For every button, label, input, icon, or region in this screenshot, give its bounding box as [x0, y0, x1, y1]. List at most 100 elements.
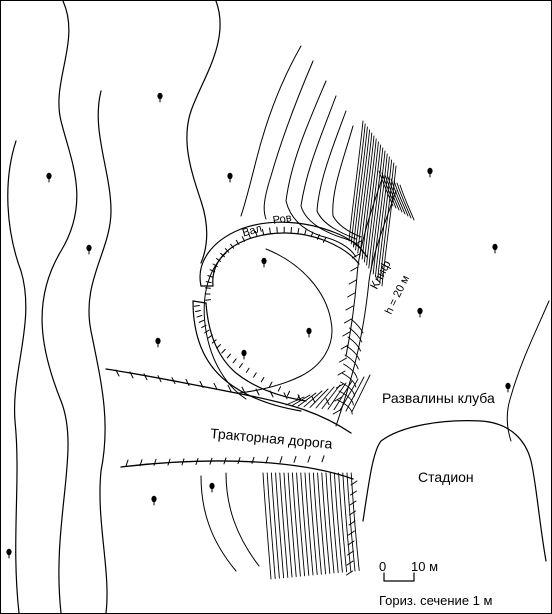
tree-icon [306, 327, 312, 338]
hatch-line [355, 129, 371, 251]
tick-mark [334, 396, 343, 402]
hatch-line [262, 472, 272, 580]
tree-icon [505, 382, 511, 393]
tick-mark [348, 530, 355, 536]
tick-mark [211, 339, 217, 344]
tick-mark [213, 382, 218, 390]
tick-mark [349, 500, 357, 506]
tick-mark [185, 379, 190, 386]
tick-mark [286, 390, 291, 397]
tick-mark [237, 457, 241, 465]
hatch-line [387, 176, 403, 213]
tick-mark [207, 275, 214, 278]
tick-mark [348, 279, 357, 285]
tick-mark [212, 263, 218, 268]
hatch-line [368, 147, 384, 269]
scale-end-label: 10 м [411, 559, 439, 574]
label-ruins: Развалины клуба [382, 390, 495, 406]
tick-mark [350, 480, 358, 486]
hatch-line [304, 472, 314, 576]
rampart-ticks [193, 226, 327, 401]
stadium-outline [362, 420, 547, 562]
tick-mark [209, 269, 216, 273]
hatch-line [390, 178, 406, 215]
tree-icon [492, 243, 498, 254]
tree-icon [157, 92, 163, 103]
tick-mark [193, 304, 200, 307]
tick-mark [220, 252, 225, 258]
tick-mark [224, 248, 230, 253]
tree-icon [155, 337, 161, 348]
tick-mark [235, 239, 240, 245]
tick-mark [346, 570, 353, 576]
cliff-ticks [332, 240, 362, 576]
tick-mark [322, 237, 327, 243]
contour-line [186, 1, 221, 264]
tree-icon [227, 172, 233, 183]
hatch-line [342, 472, 352, 572]
hatch-line [370, 150, 386, 272]
hatch-line [321, 384, 341, 410]
tick-mark [342, 331, 351, 337]
rampart-end [192, 300, 207, 304]
contour-line [335, 190, 397, 427]
hatch-line [337, 399, 353, 415]
tick-mark [209, 457, 213, 465]
tick-mark [205, 281, 212, 284]
contour-interval-label: Гориз. сечение 1 м [379, 593, 493, 608]
hatch-line [308, 472, 318, 576]
hatch-line [270, 472, 280, 579]
hatch-line [351, 374, 371, 413]
tree-icon [261, 257, 267, 268]
hatch-line [374, 156, 390, 278]
road-ticks [115, 369, 330, 467]
label-stadium: Стадион [418, 469, 474, 485]
tick-mark [283, 392, 288, 400]
hatch-line [266, 472, 276, 580]
hatch-line [341, 372, 357, 388]
hatch-line [325, 472, 335, 574]
tick-mark [311, 396, 316, 404]
tick-mark [269, 390, 274, 398]
hatch-line [338, 390, 354, 406]
tick-mark [297, 227, 300, 234]
tick-mark [221, 348, 226, 354]
tick-mark [350, 266, 359, 272]
tick-mark [260, 376, 265, 383]
tick-mark [279, 456, 283, 464]
hatch-line [291, 394, 311, 407]
hatch-line [379, 162, 395, 284]
tick-mark [194, 309, 201, 313]
tick-mark [254, 230, 258, 237]
tick-mark [316, 234, 320, 240]
hatch-line [344, 354, 359, 370]
tree-icons [6, 92, 511, 559]
hatch-line [347, 336, 362, 352]
hatch-line [393, 180, 409, 217]
tick-mark [310, 231, 314, 238]
rampart-outline [212, 232, 360, 287]
tick-mark [248, 233, 252, 239]
rampart-outline [199, 221, 368, 287]
hatch-line [312, 472, 322, 575]
tick-mark [153, 458, 157, 466]
tick-mark [297, 394, 302, 402]
tick-mark [340, 344, 349, 350]
contour-line [203, 252, 247, 400]
contour-line [41, 1, 78, 613]
tick-mark [335, 383, 344, 389]
tick-mark [332, 409, 341, 415]
tick-mark [232, 358, 237, 364]
tick-mark [216, 258, 222, 262]
slope-hatching [262, 472, 360, 580]
hatch-line [333, 472, 343, 573]
tick-mark [226, 353, 231, 359]
contour-line [506, 300, 550, 442]
contour-line [345, 175, 384, 357]
tick-mark [230, 243, 235, 249]
tick-mark [339, 357, 348, 363]
hatch-line [327, 382, 347, 410]
tick-mark [348, 520, 356, 526]
tick-mark [171, 377, 176, 385]
hatch-line [275, 472, 285, 579]
